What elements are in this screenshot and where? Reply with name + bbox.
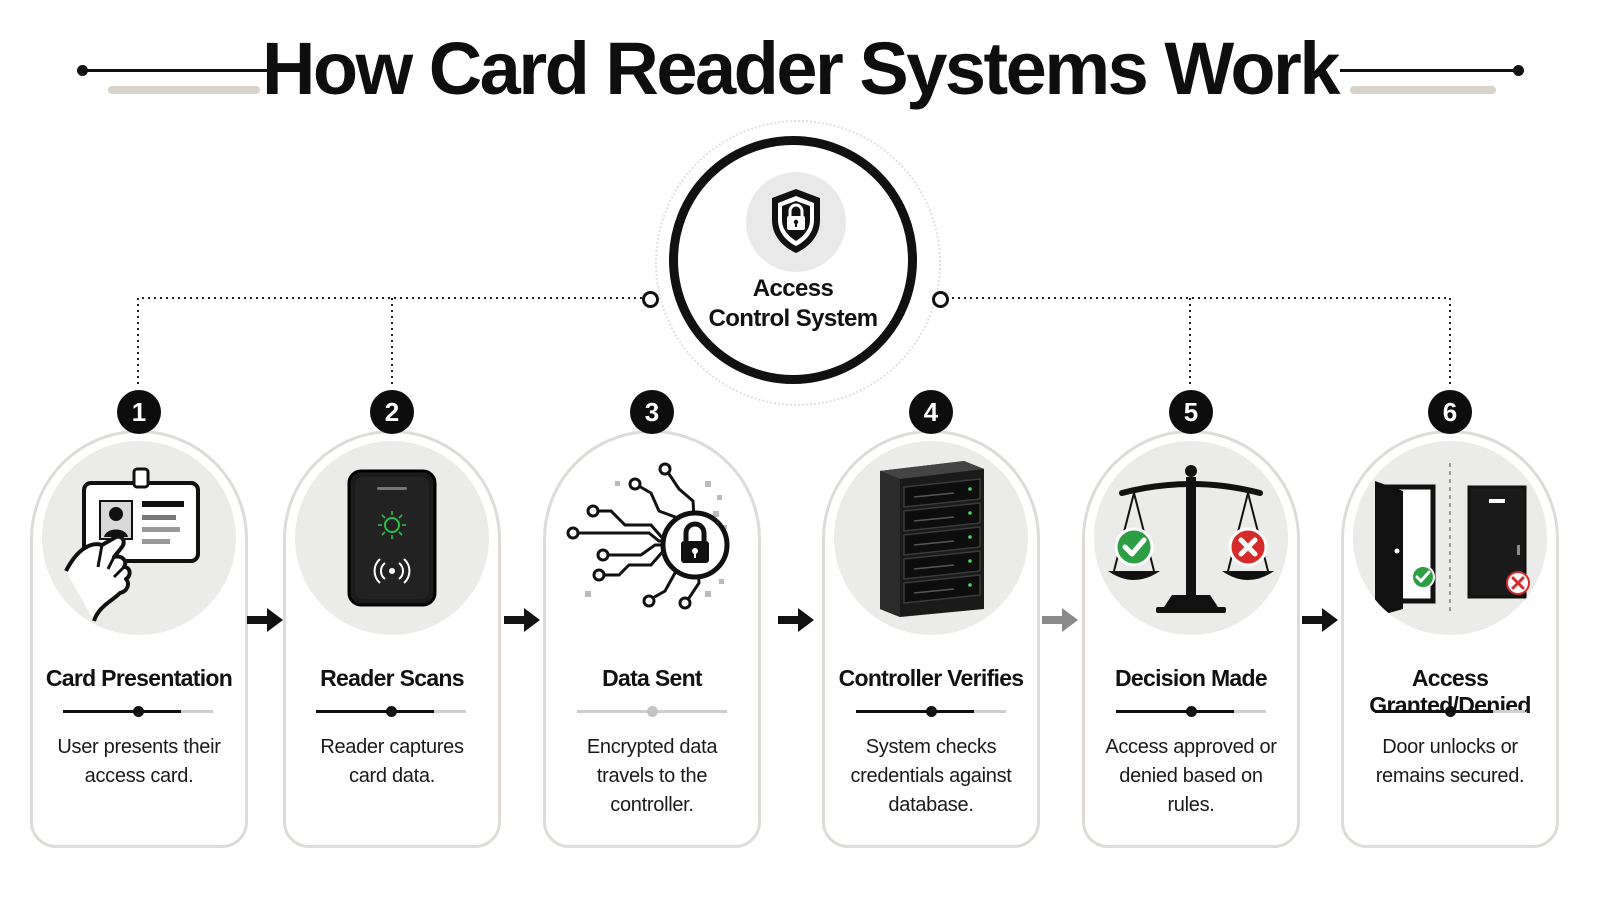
step-description-1-line-2: access card. bbox=[84, 765, 194, 787]
step-divider-4 bbox=[856, 706, 1006, 717]
title-decor-bar-left bbox=[108, 86, 260, 94]
encrypted-data-lock-icon bbox=[566, 462, 730, 610]
step-number-badge-3: 3 bbox=[630, 390, 674, 434]
step-number-badge-4: 4 bbox=[909, 390, 953, 434]
step-divider-6 bbox=[1375, 706, 1525, 717]
card-reader-icon bbox=[347, 469, 437, 607]
hand-id-card-icon bbox=[64, 467, 200, 622]
step-description-5-line-2: denied based on bbox=[1119, 765, 1263, 787]
step-divider-2 bbox=[316, 706, 466, 717]
step-description-4: System checks credentials against databa… bbox=[831, 733, 1031, 820]
step-description-6-line-2: remains secured. bbox=[1375, 765, 1525, 787]
step-icon-disc-5 bbox=[1094, 441, 1288, 635]
balance-scale-icon bbox=[1108, 465, 1274, 613]
step-description-2-line-1: Reader captures bbox=[320, 736, 464, 758]
flow-arrow-icon-2 bbox=[504, 608, 540, 632]
step-description-4-line-3: database. bbox=[888, 794, 974, 816]
step-icon-disc-4 bbox=[834, 441, 1028, 635]
step-number-badge-2: 2 bbox=[370, 390, 414, 434]
step-number-badge-5: 5 bbox=[1169, 390, 1213, 434]
flow-arrow-icon-5 bbox=[1302, 608, 1338, 632]
page-title: How Card Reader Systems Work bbox=[261, 27, 1341, 110]
title-decor-bar-right bbox=[1350, 86, 1496, 94]
step-description-2: Reader captures card data. bbox=[292, 733, 492, 791]
step-description-1: User presents their access card. bbox=[39, 733, 239, 791]
flow-arrow-icon-4 bbox=[1042, 608, 1078, 632]
step-title-1: Card Presentation bbox=[45, 665, 233, 691]
step-number-badge-6: 6 bbox=[1428, 390, 1472, 434]
step-description-6-line-1: Door unlocks or bbox=[1382, 736, 1518, 758]
step-description-4-line-2: credentials against bbox=[850, 765, 1012, 787]
connector-right bbox=[940, 297, 1451, 384]
step-icon-disc-2 bbox=[295, 441, 489, 635]
hub-label-line-2: Control System bbox=[708, 305, 879, 332]
step-divider-5 bbox=[1116, 706, 1266, 717]
step-number-badge-1: 1 bbox=[117, 390, 161, 434]
door-open-closed-icon bbox=[1375, 463, 1530, 617]
step-title-2: Reader Scans bbox=[320, 665, 464, 691]
step-icon-disc-1 bbox=[42, 441, 236, 635]
step-title-4: Controller Verifies bbox=[838, 665, 1025, 691]
connector-left bbox=[137, 297, 648, 384]
step-title-3: Data Sent bbox=[602, 665, 702, 691]
step-description-2-line-2: card data. bbox=[349, 765, 435, 787]
step-description-1-line-1: User presents their bbox=[57, 736, 221, 758]
shield-lock-icon bbox=[772, 189, 820, 253]
hub-label: Access Control System bbox=[690, 274, 896, 334]
hub-node-right bbox=[932, 291, 949, 308]
step-divider-3 bbox=[577, 706, 727, 717]
flow-arrow-icon-1 bbox=[247, 608, 283, 632]
hub-node-left bbox=[642, 291, 659, 308]
title-decor-line-right bbox=[1340, 69, 1522, 72]
flow-arrow-icon-3 bbox=[778, 608, 814, 632]
step-description-3-line-1: Encrypted data bbox=[586, 736, 718, 758]
title-decor-dot-right bbox=[1513, 65, 1524, 76]
step-description-6: Door unlocks or remains secured. bbox=[1350, 733, 1550, 791]
step-icon-disc-3 bbox=[555, 441, 749, 635]
server-rack-icon bbox=[880, 461, 984, 617]
hub-label-line-1: Access bbox=[752, 275, 834, 302]
title-decor-dot-left bbox=[77, 65, 88, 76]
title-decor-line-left bbox=[78, 69, 274, 72]
step-divider-1 bbox=[63, 706, 213, 717]
step-title-5: Decision Made bbox=[1115, 665, 1268, 691]
step-description-3-line-3: controller. bbox=[610, 794, 694, 816]
step-description-5-line-1: Access approved or bbox=[1105, 736, 1277, 758]
hub-halo-ring bbox=[655, 120, 941, 406]
step-description-3-line-2: travels to the bbox=[596, 765, 708, 787]
step-description-5-line-3: rules. bbox=[1167, 794, 1215, 816]
step-description-3: Encrypted data travels to the controller… bbox=[552, 733, 752, 820]
step-description-5: Access approved or denied based on rules… bbox=[1091, 733, 1291, 820]
step-description-4-line-1: System checks bbox=[865, 736, 997, 758]
step-icon-disc-6 bbox=[1353, 441, 1547, 635]
